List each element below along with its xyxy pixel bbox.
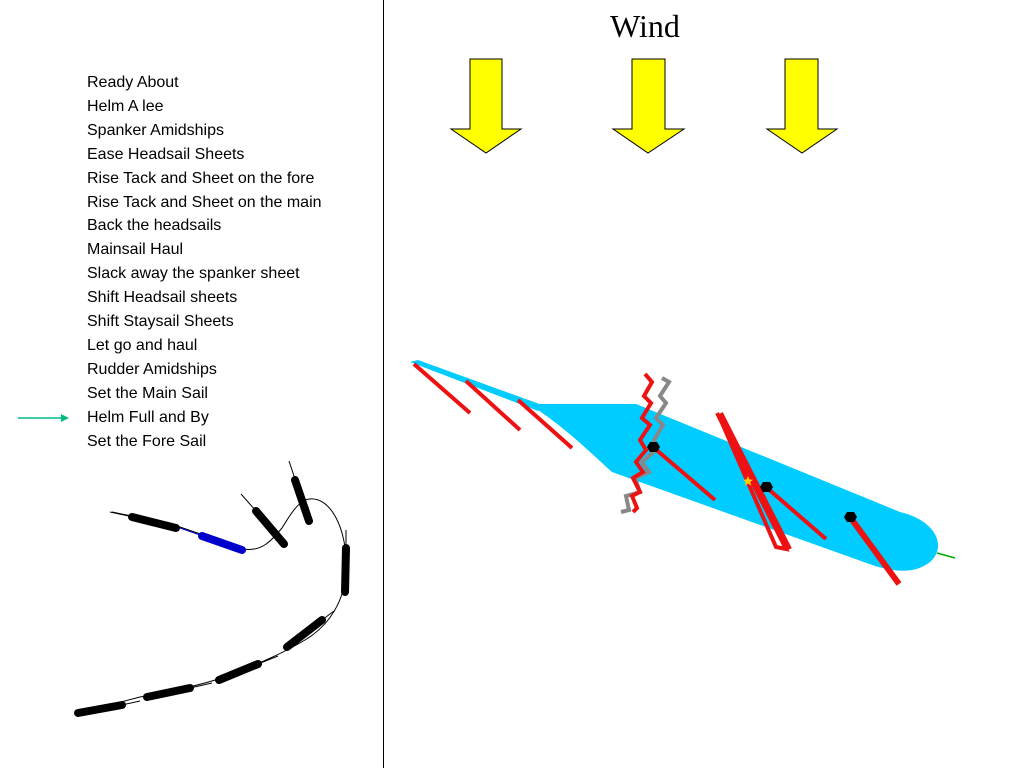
ship-marker-icon — [74, 700, 141, 717]
ship-marker-icon — [341, 530, 350, 596]
ship-marker-icon — [111, 511, 180, 532]
command-item: Set the Fore Sail — [87, 432, 207, 450]
ship-marker-icon — [283, 610, 335, 651]
command-item: Rudder Amidships — [87, 360, 217, 378]
main-yard — [764, 485, 828, 541]
mast-dot-icon — [844, 512, 857, 522]
command-item: Helm A lee — [87, 97, 164, 115]
headsail — [412, 362, 472, 415]
headsail — [464, 379, 522, 432]
wind-arrow-icon — [449, 58, 523, 154]
ship-marker-icon — [215, 655, 279, 684]
command-item: Slack away the spanker sheet — [87, 265, 300, 283]
spanker-sail — [847, 515, 902, 586]
command-item: Ease Headsail Sheets — [87, 145, 245, 163]
command-list: Ready About Helm A lee Spanker Amidships… — [87, 71, 322, 454]
command-item-current: Helm Full and By — [87, 408, 209, 426]
ship-marker-icon — [288, 460, 313, 525]
ship-marker-icon — [143, 682, 213, 701]
wind-arrow-icon — [765, 58, 839, 154]
bowsprit — [410, 360, 545, 411]
command-item: Ready About — [87, 74, 179, 91]
main-sail — [719, 412, 792, 550]
headsail — [516, 398, 574, 450]
ship-marker-icon — [240, 493, 288, 548]
command-item: Back the headsails — [87, 217, 222, 235]
current-command-arrow-icon — [18, 414, 69, 422]
command-item: Rise Tack and Sheet on the fore — [87, 169, 315, 187]
mast-dot-icon — [760, 482, 773, 492]
arrow-head — [61, 414, 69, 422]
rudder — [936, 552, 956, 559]
ship-marker-current-icon — [179, 527, 246, 554]
command-item: Spanker Amidships — [87, 121, 224, 139]
star-icon — [743, 476, 753, 486]
command-item: Set the Main Sail — [87, 384, 208, 402]
fore-sail — [651, 445, 717, 502]
command-item: Shift Headsail sheets — [87, 289, 238, 307]
command-item: Rise Tack and Sheet on the main — [87, 193, 322, 211]
luffing-sail-red — [629, 372, 655, 514]
panel-divider — [383, 0, 384, 768]
hull — [538, 404, 939, 571]
wind-arrow-icon — [611, 58, 686, 154]
command-item: Shift Staysail Sheets — [87, 313, 234, 331]
command-item: Let go and haul — [87, 336, 198, 354]
wind-label: Wind — [610, 8, 680, 44]
main-sail — [715, 412, 790, 552]
mast-dot-icon — [647, 442, 660, 452]
command-item: Mainsail Haul — [87, 241, 184, 259]
